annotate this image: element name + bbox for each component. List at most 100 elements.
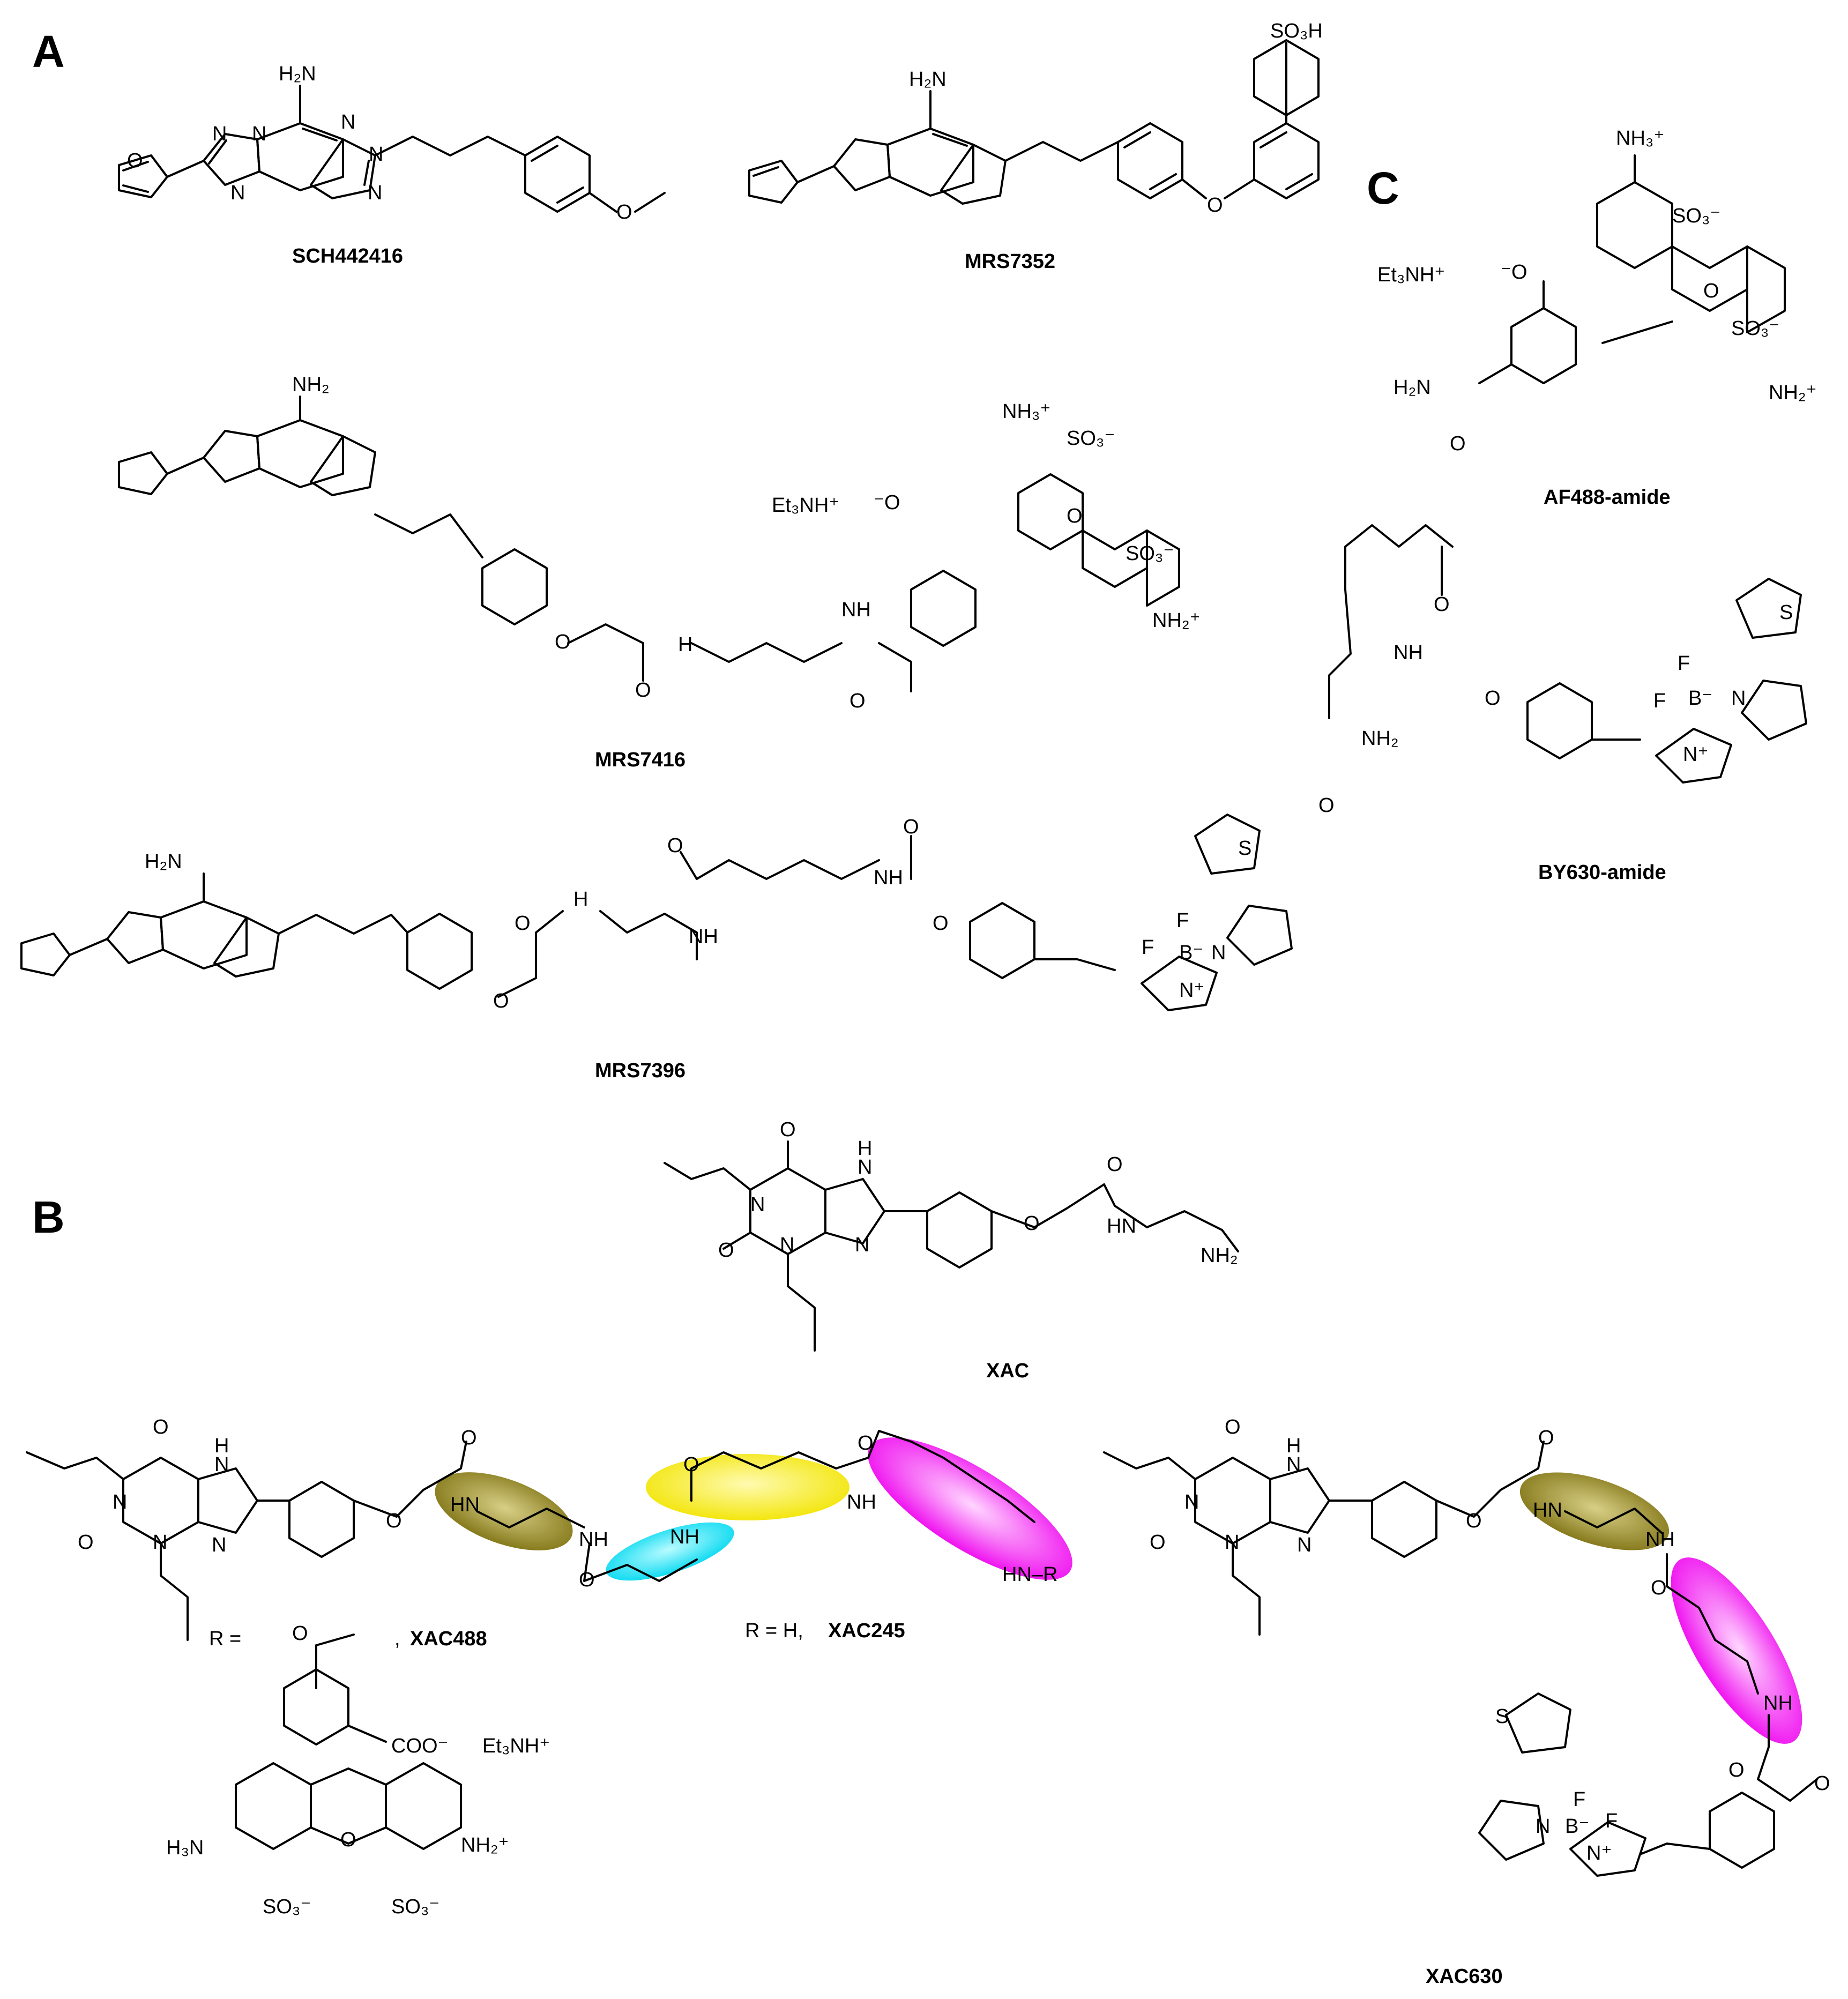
atom-nh3plus: NH₃⁺ [1616, 127, 1664, 150]
atom-h: H [858, 1137, 872, 1160]
atom-o: O [386, 1510, 402, 1532]
atom-o: O [1651, 1577, 1667, 1599]
atom-h2n: H₂N [1394, 376, 1431, 399]
compound-label-mrs7416: MRS7416 [595, 749, 685, 771]
atom-neg-o: ⁻O [1501, 261, 1527, 284]
atom-o: O [635, 679, 651, 702]
atom-o: O [153, 1416, 169, 1438]
compound-label-by630-amide: BY630-amide [1538, 861, 1666, 884]
atom-b: B⁻ [1565, 1815, 1589, 1838]
atom-nh: NH [874, 867, 903, 889]
atom-et3nh: Et₃NH⁺ [482, 1735, 550, 1757]
atom-s: S [1495, 1705, 1509, 1728]
atom-o: O [1814, 1772, 1830, 1795]
label-r-equals: R = [209, 1628, 241, 1650]
atom-n: N [855, 1234, 869, 1256]
atom-et3nh: Et₃NH⁺ [1377, 264, 1445, 286]
atom-n: N [252, 123, 266, 145]
atom-o: O [555, 631, 571, 653]
compound-label-mrs7396: MRS7396 [595, 1060, 685, 1082]
atom-n: N [212, 1534, 226, 1556]
atom-o: O [1067, 505, 1083, 527]
compound-label-mrs7352: MRS7352 [965, 250, 1055, 273]
atom-nplus: N⁺ [1179, 979, 1205, 1002]
atom-h: H [214, 1435, 229, 1457]
atom-o: O [850, 690, 866, 712]
atom-n: N [1286, 1453, 1301, 1476]
atom-n: N [1297, 1534, 1312, 1556]
atom-n: N [750, 1194, 765, 1216]
atom-n: N [369, 143, 383, 166]
highlight-yellow [646, 1454, 850, 1520]
highlight-olive [435, 1472, 573, 1550]
atom-o: O [1703, 280, 1719, 302]
structure-mrs7416: NH₂ O O H NH O NH₃⁺ SO₃⁻ Et₃NH⁺ ⁻O O SO₃… [118, 374, 1201, 771]
highlight-olive [1519, 1472, 1670, 1550]
compound-label-xac: XAC [986, 1360, 1029, 1382]
atom-so3minus: SO₃⁻ [391, 1896, 439, 1918]
structure-by630-amide: NH O NH₂ O O S F F B⁻ N⁺ N BY630-amide [1318, 524, 1807, 884]
atom-o: O [616, 201, 632, 223]
atom-nh2: NH₂ [292, 374, 330, 396]
structure-af488-amide: NH₃⁺ SO₃⁻ SO₃⁻ O NH₂⁺ Et₃NH⁺ ⁻O H₂N O AF… [1377, 127, 1817, 509]
atom-o: O [1150, 1531, 1166, 1554]
atom-o: O [1728, 1759, 1745, 1781]
atom-b: B⁻ [1179, 942, 1203, 964]
compound-label-xac245: XAC245 [828, 1620, 905, 1642]
atom-o: O [493, 990, 509, 1012]
atom-n: N [153, 1531, 167, 1554]
atom-h: H [1286, 1435, 1301, 1457]
atom-n: N [1184, 1491, 1199, 1513]
atom-so3minus: SO₃⁻ [1067, 427, 1115, 450]
atom-nplus: N⁺ [1683, 743, 1709, 766]
atom-so3h: SO₃H [1270, 20, 1323, 42]
atom-n: N [113, 1491, 127, 1513]
panel-letter-a: A [32, 26, 65, 77]
atom-o: O [579, 1569, 595, 1591]
atom-nh2: NH₂ [1361, 727, 1399, 750]
atom-o: O [1538, 1427, 1554, 1449]
atom-nh3plus: NH₃⁺ [1002, 400, 1050, 423]
atom-n: N [214, 1453, 229, 1476]
atom-so3minus: SO₃⁻ [263, 1896, 311, 1918]
atom-neg-o: ⁻O [874, 491, 900, 514]
structure-sch442416: H₂N O N N N N N N O SCH442416 [118, 63, 666, 267]
atom-n: N [858, 1156, 872, 1178]
atom-nh: NH [1394, 642, 1423, 664]
atom-nh: H [678, 633, 692, 656]
label-r-h: R = H, [745, 1620, 803, 1642]
compound-label-xac630: XAC630 [1426, 1965, 1503, 1988]
atom-so3minus: SO₃⁻ [1672, 205, 1720, 227]
compound-label-sch442416: SCH442416 [292, 245, 403, 267]
atom-nh2plus: NH₂⁺ [461, 1834, 509, 1856]
atom-o: O [903, 816, 919, 838]
atom-o: O [1107, 1153, 1123, 1176]
atom-o: O [683, 1453, 699, 1476]
panel-letter-c: C [1367, 163, 1399, 213]
atom-nh: NH [579, 1528, 608, 1551]
atom-hn: HN [1107, 1215, 1136, 1237]
atom-f: F [1653, 690, 1666, 712]
atom-f: F [1176, 909, 1189, 932]
atom-h3n: H₃N [166, 1837, 204, 1859]
atom-nh2: H₂N [145, 851, 182, 873]
compound-label-xac488: XAC488 [410, 1628, 487, 1650]
atom-o: O [1207, 194, 1223, 217]
atom-o: O [1318, 794, 1335, 817]
atom-s: S [1238, 837, 1251, 860]
atom-o: O [1225, 1416, 1241, 1438]
highlight-magenta [868, 1437, 1072, 1580]
atom-o: O [1485, 687, 1501, 710]
atom-o: O [461, 1427, 477, 1449]
atom-nh: NH [1645, 1528, 1675, 1551]
structure-xac488-xac245: O H N N O N N O O HN NH O NH O NH O HN–R… [26, 1416, 1072, 1918]
atom-f: F [1678, 652, 1690, 675]
structure-mrs7396: H₂N O O H O NH NH O O S F F B⁻ N N⁺ MRS7… [20, 814, 1293, 1082]
atom-o: O [1466, 1510, 1482, 1532]
atom-o: O [127, 150, 143, 172]
atom-nplus: N⁺ [1586, 1842, 1612, 1864]
atom-hn: HN [450, 1494, 480, 1516]
compound-label-af488-amide: AF488-amide [1544, 486, 1671, 509]
atom-o: O [780, 1118, 796, 1141]
